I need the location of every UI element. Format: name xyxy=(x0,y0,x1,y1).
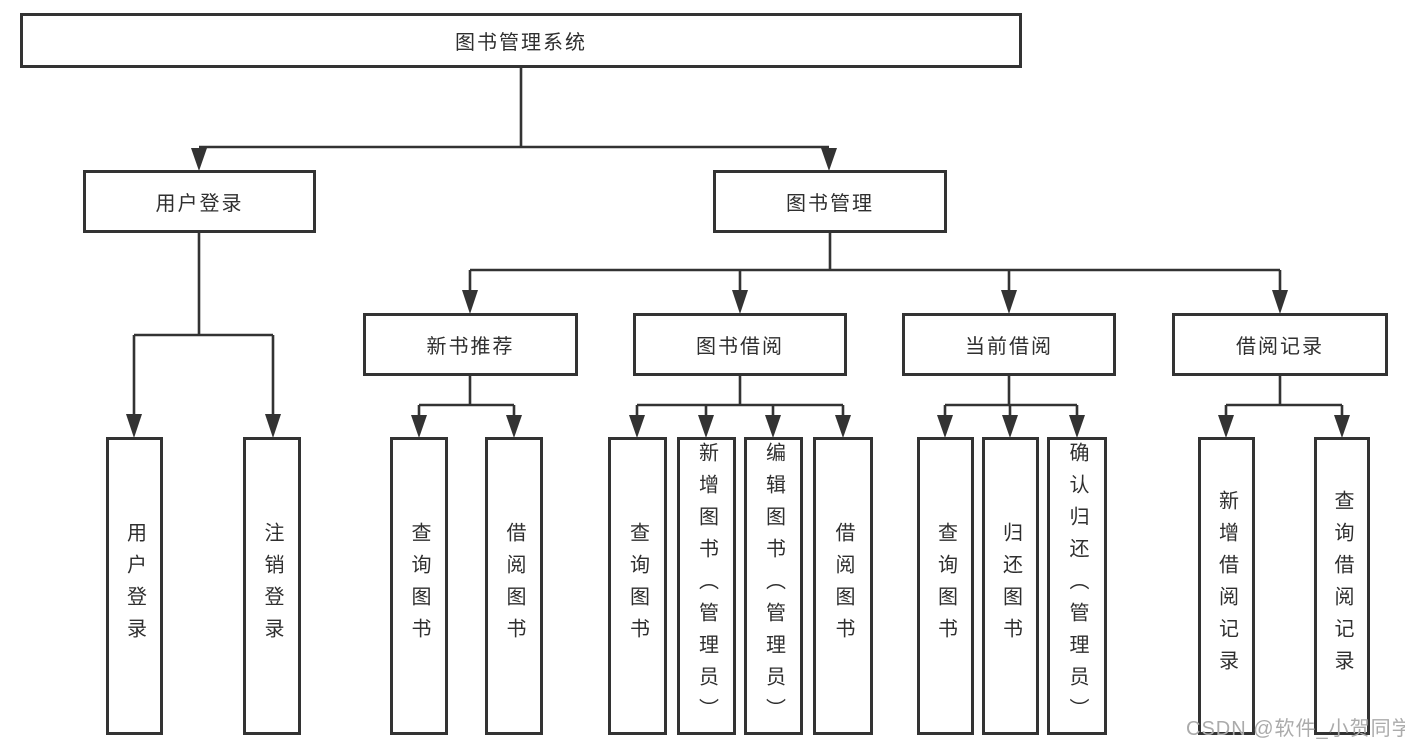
leaf-edit-book-admin-label: 编辑图书（管理员） xyxy=(762,442,785,730)
leaf-logout: 注销登录 xyxy=(243,437,301,735)
node-new-book-recommend-label: 新书推荐 xyxy=(426,336,515,358)
leaf-add-book-admin-label: 新增图书（管理员） xyxy=(695,442,718,730)
leaf-confirm-return-admin-label: 确认归还（管理员） xyxy=(1066,442,1088,730)
leaf-add-borrow-record: 新增借阅记录 xyxy=(1198,437,1255,735)
leaf-user-login: 用户登录 xyxy=(106,437,163,735)
node-book-borrow: 图书借阅 xyxy=(633,313,847,376)
leaf-return-book-label: 归还图书 xyxy=(999,522,1022,650)
leaf-query-borrow-record-label: 查询借阅记录 xyxy=(1331,490,1353,682)
node-borrow-records-label: 借阅记录 xyxy=(1236,336,1324,358)
node-book-management-label: 图书管理 xyxy=(786,193,874,215)
leaf-edit-book-admin: 编辑图书（管理员） xyxy=(744,437,803,735)
node-book-borrow-label: 图书借阅 xyxy=(696,336,784,358)
node-current-borrow-label: 当前借阅 xyxy=(965,336,1053,358)
leaf-borrow-books-1: 借阅图书 xyxy=(485,437,543,735)
leaf-user-login-label: 用户登录 xyxy=(123,522,146,650)
leaf-borrow-books-1-label: 借阅图书 xyxy=(503,522,525,650)
leaf-query-books-3-label: 查询图书 xyxy=(934,522,957,650)
leaf-query-books-2-label: 查询图书 xyxy=(626,522,649,650)
leaf-return-book: 归还图书 xyxy=(982,437,1039,735)
node-root-label: 图书管理系统 xyxy=(455,32,587,54)
leaf-query-books-3: 查询图书 xyxy=(917,437,974,735)
leaf-query-borrow-record: 查询借阅记录 xyxy=(1314,437,1370,735)
leaf-add-borrow-record-label: 新增借阅记录 xyxy=(1215,490,1238,682)
leaf-borrow-books-2: 借阅图书 xyxy=(813,437,873,735)
leaf-confirm-return-admin: 确认归还（管理员） xyxy=(1047,437,1107,735)
leaf-add-book-admin: 新增图书（管理员） xyxy=(677,437,736,735)
leaf-logout-label: 注销登录 xyxy=(261,522,283,650)
leaf-query-books-2: 查询图书 xyxy=(608,437,667,735)
node-user-login: 用户登录 xyxy=(83,170,316,233)
leaf-query-books-1: 查询图书 xyxy=(390,437,448,735)
node-user-login-label: 用户登录 xyxy=(155,193,244,215)
node-borrow-records: 借阅记录 xyxy=(1172,313,1388,376)
node-root: 图书管理系统 xyxy=(20,13,1022,68)
node-current-borrow: 当前借阅 xyxy=(902,313,1116,376)
node-book-management: 图书管理 xyxy=(713,170,947,233)
csdn-watermark: CSDN @软件_小贺同学 xyxy=(1186,718,1405,740)
node-new-book-recommend: 新书推荐 xyxy=(363,313,578,376)
leaf-borrow-books-2-label: 借阅图书 xyxy=(832,522,854,650)
leaf-query-books-1-label: 查询图书 xyxy=(408,522,430,650)
